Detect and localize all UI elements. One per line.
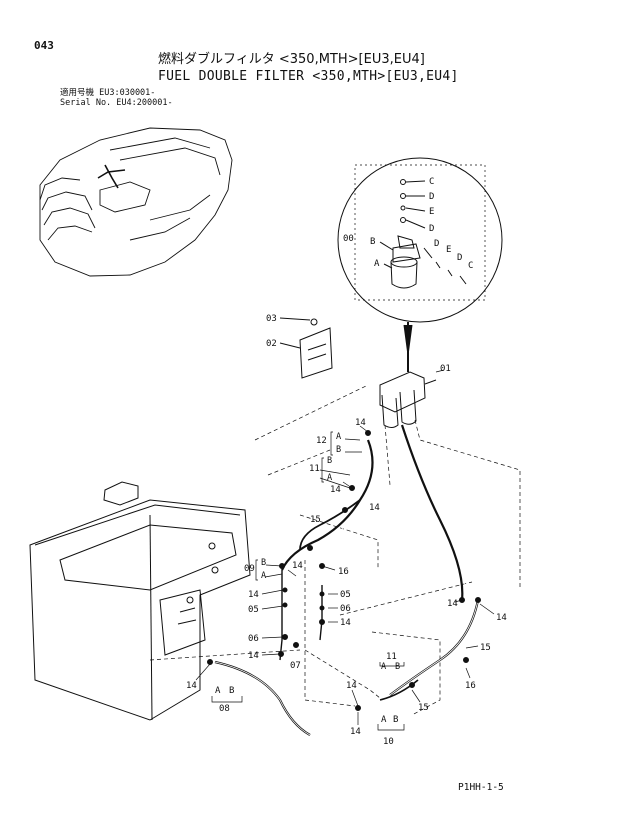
- label-part-15: 15: [480, 643, 491, 653]
- serial-line-1: 適用号機 EU3:030001-: [60, 88, 156, 98]
- label-11-b: B: [327, 456, 332, 466]
- label-08-b: B: [229, 686, 234, 696]
- label-part-08: 08: [219, 704, 230, 714]
- label-11-a: A: [327, 473, 332, 483]
- hose-fittings: [207, 430, 481, 711]
- label-10-a: A: [381, 715, 387, 725]
- label-detail-c: C: [468, 261, 473, 271]
- label-part-14: 14: [248, 651, 259, 661]
- serial-line-2: Serial No. EU4:200001-: [60, 98, 173, 108]
- label-part-01: 01: [440, 364, 451, 374]
- label-part-14: 14: [340, 618, 351, 628]
- detail-magnify-circle: [337, 157, 503, 372]
- label-detail-d: D: [434, 239, 439, 249]
- fuel-hoses: [214, 424, 480, 736]
- machine-silhouette-top: [39, 127, 233, 277]
- label-detail-d: D: [429, 192, 434, 202]
- label-part-11: 11: [309, 464, 320, 474]
- page-number: 043: [34, 39, 54, 52]
- label-part-06: 06: [340, 604, 351, 614]
- part-labels: C D E D 00 B A D E D C 03 02 01 14 12 A …: [186, 177, 507, 747]
- label-part-14: 14: [330, 485, 341, 495]
- label-part-14: 14: [292, 561, 303, 571]
- label-part-14: 14: [369, 503, 380, 513]
- label-part-05: 05: [340, 590, 351, 600]
- label-detail-c: C: [429, 177, 434, 187]
- label-part-14: 14: [496, 613, 507, 623]
- label-part-03: 03: [266, 314, 277, 324]
- label-part-16: 16: [338, 567, 349, 577]
- label-10-b: B: [393, 715, 398, 725]
- label-part-14: 14: [248, 590, 259, 600]
- title-japanese: 燃料ダブルフィルタ <350,MTH>[EU3,EU4]: [158, 52, 425, 67]
- sheet-code: P1HH-1-5: [458, 782, 504, 793]
- title-english: FUEL DOUBLE FILTER <350,MTH>[EU3,EU4]: [158, 69, 459, 84]
- label-09-b: B: [261, 558, 266, 568]
- mounting-bracket: [279, 317, 333, 379]
- label-detail-d: D: [429, 224, 434, 234]
- label-part-14: 14: [186, 681, 197, 691]
- leader-lines: [195, 369, 495, 725]
- label-assembly-00: 00: [343, 234, 354, 244]
- label-brackets: [211, 431, 405, 731]
- label-part-11: 11: [386, 652, 397, 662]
- label-detail-a: A: [374, 259, 380, 269]
- label-detail-e: E: [429, 207, 434, 217]
- fuel-tank: [29, 481, 251, 721]
- label-11-a: A: [381, 662, 386, 672]
- label-part-14: 14: [447, 599, 458, 609]
- label-part-15: 15: [418, 703, 429, 713]
- label-detail-e: E: [446, 245, 451, 255]
- label-part-16: 16: [465, 681, 476, 691]
- reference-lines: [149, 384, 521, 716]
- label-11-b: B: [395, 662, 400, 672]
- label-09-a: A: [261, 571, 266, 581]
- label-part-14: 14: [346, 681, 357, 691]
- label-part-12: 12: [316, 436, 327, 446]
- label-part-02: 02: [266, 339, 277, 349]
- fuel-double-filter: [379, 371, 437, 428]
- label-08-a: A: [215, 686, 221, 696]
- label-part-05: 05: [248, 605, 259, 615]
- label-12-a: A: [336, 432, 341, 442]
- detail-filter-parts: [379, 179, 467, 289]
- label-12-b: B: [336, 445, 341, 455]
- label-part-14: 14: [350, 727, 361, 737]
- label-detail-d: D: [457, 253, 462, 263]
- label-part-15: 15: [310, 515, 321, 525]
- label-part-07: 07: [290, 661, 301, 671]
- label-part-10: 10: [383, 737, 394, 747]
- label-part-14: 14: [355, 418, 366, 428]
- label-part-06: 06: [248, 634, 259, 644]
- label-part-09: 09: [244, 564, 255, 574]
- label-detail-b: B: [370, 237, 375, 247]
